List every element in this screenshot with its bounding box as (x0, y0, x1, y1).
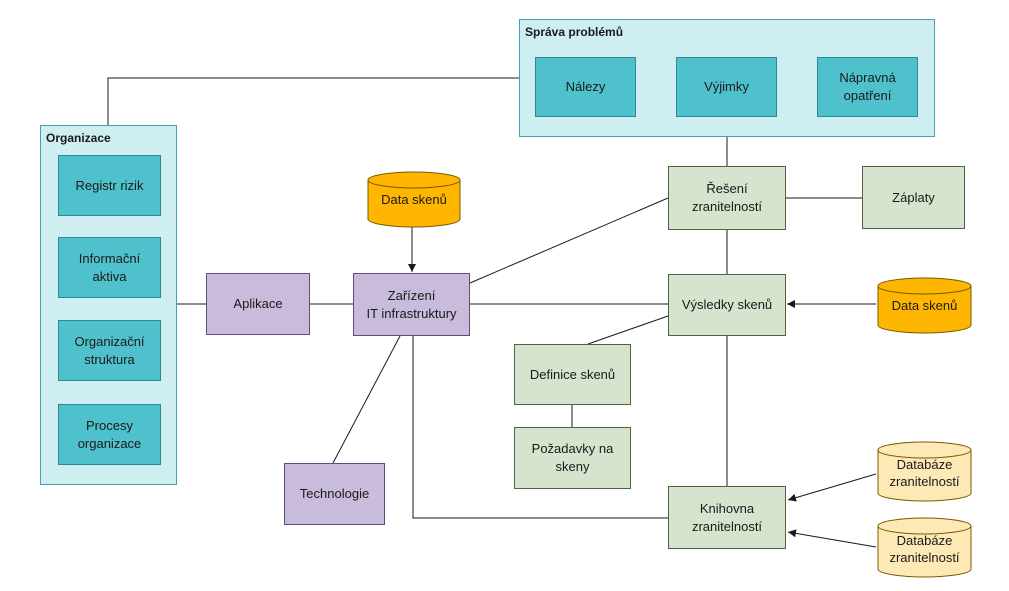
box-napravna-opatreni[interactable]: Nápravná opatření (817, 57, 918, 117)
box-zarizeni-it-infrastruktury[interactable]: Zařízení IT infrastruktury (353, 273, 470, 336)
cylinder-label: Databáze zranitelností (889, 533, 960, 565)
box-procesy-organizace[interactable]: Procesy organizace (58, 404, 161, 465)
box-registr-rizik[interactable]: Registr rizik (58, 155, 161, 216)
arrow-databaze2-knihovna (787, 529, 877, 548)
box-organizacni-struktura[interactable]: Organizační struktura (58, 320, 161, 381)
database-icon (367, 171, 461, 228)
database-icon (877, 277, 972, 334)
line-organizace-sprava (107, 77, 519, 125)
line-vysledky-definice (587, 315, 669, 345)
box-nalezy[interactable]: Nálezy (535, 57, 636, 117)
box-aplikace[interactable]: Aplikace (206, 273, 310, 335)
line-zarizeni-technologie (332, 335, 401, 464)
cylinder-data-skenu-right[interactable]: Data skenů (877, 277, 972, 335)
cylinder-label: Databáze zranitelností (889, 457, 960, 489)
box-technologie[interactable]: Technologie (284, 463, 385, 525)
box-vyjimky[interactable]: Výjimky (676, 57, 777, 117)
box-definice-skenu[interactable]: Definice skenů (514, 344, 631, 405)
box-reseni-zranitelnosti[interactable]: Řešení zranitelností (668, 166, 786, 230)
database-icon (877, 441, 972, 502)
database-icon (877, 517, 972, 578)
box-vysledky-skenu[interactable]: Výsledky skenů (668, 274, 786, 336)
cylinder-label: Data skenů (381, 191, 447, 207)
box-knihovna-zranitelnosti[interactable]: Knihovna zranitelností (668, 486, 786, 549)
cylinder-databaze-zranitelnosti-1[interactable]: Databáze zranitelností (877, 441, 972, 503)
group-title-sprava: Správa problémů (525, 25, 624, 39)
line-zarizeni-knihovna (412, 336, 668, 519)
line-zarizeni-reseni (469, 197, 669, 284)
cylinder-data-skenu-top[interactable]: Data skenů (367, 171, 461, 229)
group-title-organizace: Organizace (46, 131, 111, 145)
box-zaplaty[interactable]: Záplaty (862, 166, 965, 229)
box-informacni-aktiva[interactable]: Informační aktiva (58, 237, 161, 298)
box-pozadavky-na-skeny[interactable]: Požadavky na skeny (514, 427, 631, 489)
cylinder-label: Data skenů (891, 297, 958, 313)
cylinder-databaze-zranitelnosti-2[interactable]: Databáze zranitelností (877, 517, 972, 579)
arrow-databaze1-knihovna (787, 473, 877, 502)
